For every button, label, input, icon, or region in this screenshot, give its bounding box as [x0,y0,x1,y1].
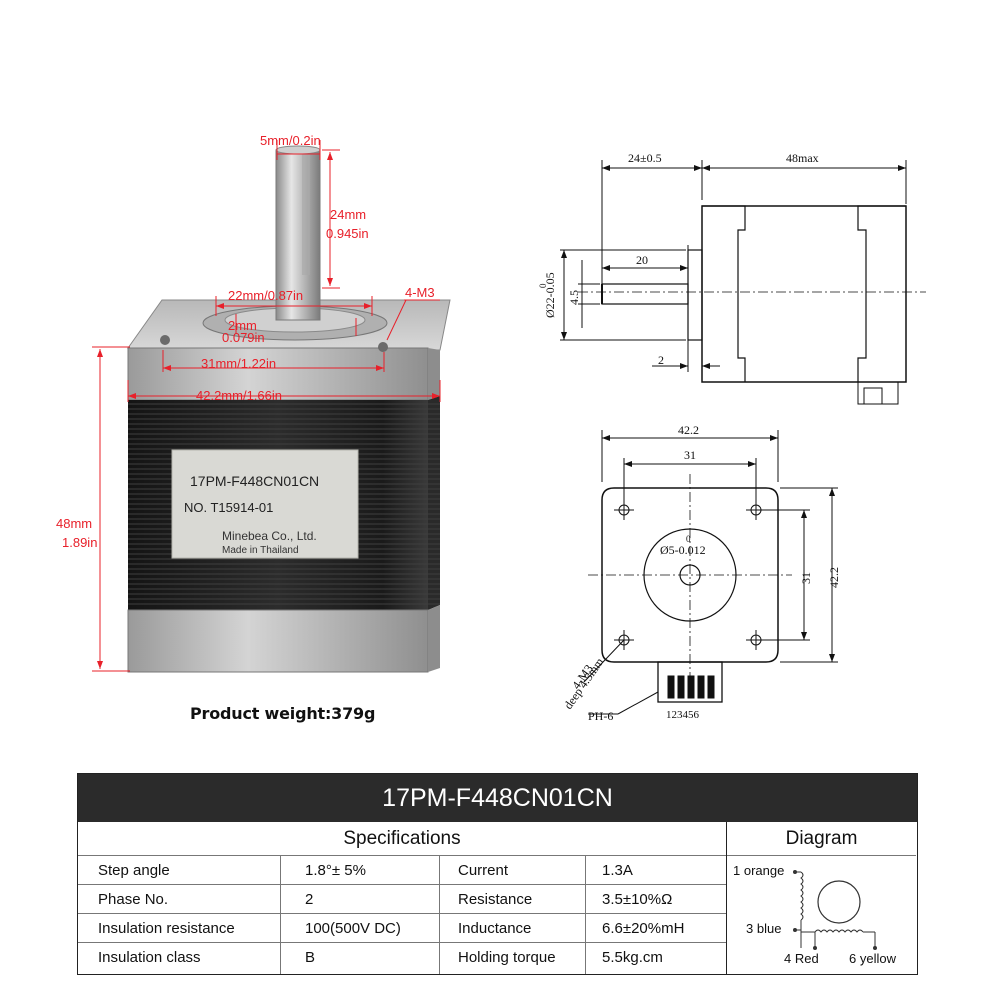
dim-boss-height-in: 0.079in [222,330,265,345]
coil-a-icon [800,871,804,921]
mount-hole-icon [160,335,170,345]
side-view-drawing: 24±0.5 48max 20 2 4.5 Ø22-0.05 0 [538,151,926,405]
side-dim-body: 48max [786,151,819,165]
dim-screw: 4-M3 [405,285,435,300]
spec-key: Inductance [458,920,532,937]
spec-key: Insulation resistance [98,920,235,937]
motor-circle-icon [817,880,861,924]
dim-body-height-mm: 48mm [56,516,93,531]
spec-table: 17PM-F448CN01CN Specifications Diagram S… [77,773,918,975]
product-weight: Product weight:379g [190,704,376,723]
front-dim-height: 42.2 [827,567,841,588]
label-maker: Minebea Co., Ltd. [222,529,317,543]
spec-key: Phase No. [98,891,169,908]
col-divider [726,822,727,974]
front-dim-spacing-v: 31 [799,572,813,584]
wiring-diagram [793,870,877,950]
front-connector: PH-6 [588,709,613,723]
wire-4-label: 4 Red [784,951,819,966]
spec-value: 3.5±10%Ω [602,891,673,908]
front-view-drawing: 42.2 31 31 42.2 Ø5-0.012 0 4-M3 deep 4.5… [561,423,841,723]
spec-value: 6.6±20%mH [602,920,685,937]
row-divider [78,913,726,914]
spec-value: 5.5kg.cm [602,949,663,966]
front-dim-width: 42.2 [678,423,699,437]
wire-3-label: 3 blue [746,921,782,936]
label-origin: Made in Thailand [222,545,299,556]
spec-key: Current [458,862,509,879]
side-dim-shaft: 24±0.5 [628,151,662,165]
side-dim-step: 2 [658,353,664,367]
dim-hole-spacing: 31mm/1.22in [201,356,277,371]
diagram-header: Diagram [785,828,858,849]
spec-value: 2 [305,891,314,908]
row-divider [78,942,726,943]
front-pins: 123456 [666,709,700,721]
col-divider [439,855,440,974]
dim-shaft-length-mm: 24mm [330,207,367,222]
motor-bottom-cap [127,609,429,673]
spec-value: 1.3A [602,862,633,879]
wire-1-label: 1 orange [733,863,785,878]
motor-label [171,449,359,559]
table-title: 17PM-F448CN01CN [78,774,917,822]
wire-6-label: 6 yellow [849,951,896,966]
front-dim-spacing: 31 [684,448,696,462]
side-dim-shaft-inner: 20 [636,253,648,267]
dim-body-width: 42.2mm/1.66in [196,388,282,403]
dim-shaft-diameter: 5mm/0.2in [260,133,321,148]
mount-hole-icon [378,342,388,352]
spec-header: Specifications [343,828,461,849]
coil-b-icon [814,929,864,933]
col-divider [280,855,281,974]
front-dim-shaft-zero: 0 [686,534,691,544]
spec-key: Step angle [98,862,170,879]
motor-photo: 17PM-F448CN01CN NO. T15914-01 Minebea Co… [92,140,451,673]
motor-top-cap [127,347,429,401]
spec-key: Holding torque [458,949,556,966]
dim-boss-diameter: 22mm/0.87in [228,288,304,303]
col-divider [585,855,586,974]
dim-body-height-in: 1.89in [62,535,98,550]
row-divider [78,855,916,856]
spec-value: B [305,949,316,966]
photo-dimensions [92,140,441,672]
front-dim-shaft: Ø5-0.012 [660,543,706,557]
label-model: 17PM-F448CN01CN [190,473,319,489]
side-dim-boss: Ø22-0.05 [543,272,557,318]
side-dim-boss-zero: 0 [538,283,548,288]
row-divider [78,884,726,885]
spec-value: 100(500V DC) [305,920,401,937]
dim-shaft-length-in: 0.945in [326,226,369,241]
spec-key: Insulation class [98,949,201,966]
spec-value: 1.8°± 5% [305,862,366,879]
side-dim-flat: 4.5 [567,290,581,305]
dim-boss-height-mm: 2mm [228,318,257,333]
label-number: NO. T15914-01 [184,500,273,515]
spec-key: Resistance [458,891,533,908]
